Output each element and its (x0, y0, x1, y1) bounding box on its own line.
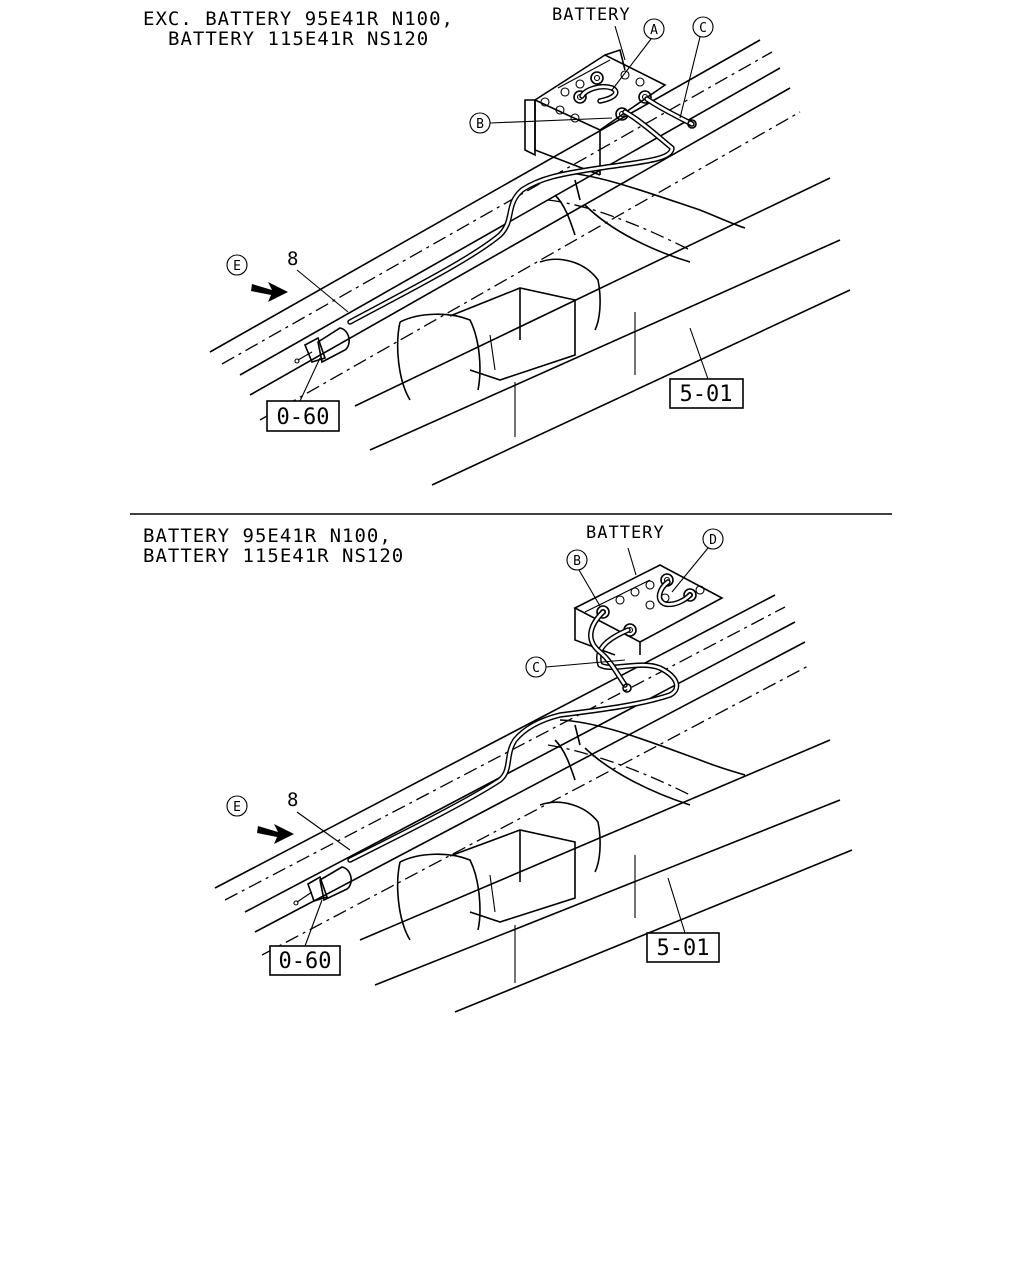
ref-box-left: 0-60 (266, 357, 340, 432)
cross-member (547, 719, 746, 806)
callout-c: C (679, 16, 714, 119)
battery-box (524, 48, 667, 176)
callout-a: A (611, 18, 665, 91)
panel-title-line2: BATTERY 115E41R NS120 (143, 545, 404, 567)
callout-battery: BATTERY (586, 523, 665, 576)
battery-label: BATTERY (552, 5, 631, 25)
callout-e-label: E (233, 800, 241, 815)
callout-c-label: C (532, 661, 540, 676)
ref-box-right: 5-01 (646, 877, 720, 963)
callout-a-label: A (650, 23, 658, 38)
callout-c-label: C (699, 21, 707, 36)
panel-title-line1: BATTERY 95E41R N100, (143, 525, 392, 547)
panel-exc-battery: EXC. BATTERY 95E41R N100, BATTERY 115E41… (143, 5, 851, 486)
panel-title-line2: BATTERY 115E41R NS120 (168, 28, 429, 50)
callout-d: D (671, 528, 724, 593)
part-number-label: 8 (287, 248, 298, 270)
frame-rail (214, 594, 853, 1013)
tank-assembly (396, 739, 601, 941)
ref-box-right: 5-01 (669, 327, 744, 409)
ref-right-label: 5-01 (680, 382, 733, 407)
callout-b: B (566, 549, 601, 607)
callout-b: B (469, 112, 613, 134)
ref-box-left: 0-60 (269, 899, 341, 976)
cable-harness-8 (294, 96, 697, 364)
panel-battery: BATTERY 95E41R N100, BATTERY 115E41R NS1… (143, 523, 853, 1013)
callout-d-label: D (709, 533, 717, 548)
battery-box (573, 564, 724, 656)
cable-harness-8 (293, 609, 680, 906)
part-number-label: 8 (287, 789, 298, 811)
battery-label: BATTERY (586, 523, 665, 543)
callout-b-label: B (476, 117, 484, 132)
ref-left-label: 0-60 (279, 949, 332, 974)
arrow-right-icon (257, 824, 294, 844)
tank-assembly (396, 194, 601, 401)
panel-title-line1: EXC. BATTERY 95E41R N100, (143, 8, 454, 30)
callout-battery: BATTERY (552, 5, 631, 61)
callout-c: C (525, 656, 626, 678)
callout-e-label: E (233, 259, 241, 274)
view-arrow-e: E (226, 254, 288, 302)
arrow-right-icon (251, 282, 288, 302)
cross-member (547, 171, 746, 263)
callout-b-label: B (573, 554, 581, 569)
part-number-8: 8 (287, 248, 349, 313)
ref-left-label: 0-60 (277, 405, 330, 430)
ref-right-label: 5-01 (657, 936, 710, 961)
part-number-8: 8 (287, 789, 351, 851)
view-arrow-e: E (226, 795, 294, 844)
